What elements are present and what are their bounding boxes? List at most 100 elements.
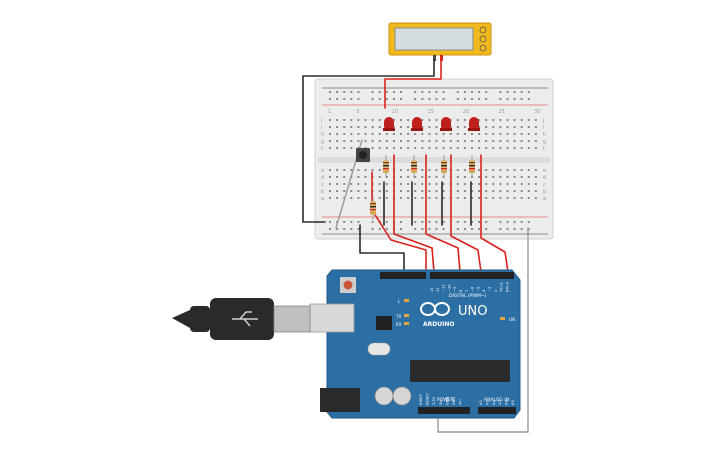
- breadboard-hole: [513, 133, 516, 135]
- breadboard-hole: [421, 147, 424, 149]
- breadboard-row-letter: i: [321, 125, 322, 131]
- resistor[interactable]: [469, 155, 475, 178]
- breadboard-hole: [527, 133, 530, 135]
- breadboard-hole: [378, 169, 381, 171]
- breadboard-hole: [407, 190, 410, 192]
- on-led-label: ON: [509, 317, 515, 322]
- display-pin-vcc: [440, 55, 443, 61]
- led[interactable]: [468, 117, 480, 131]
- breadboard-hole: [378, 140, 381, 142]
- breadboard-hole: [428, 228, 431, 230]
- breadboard-hole: [421, 221, 424, 223]
- breadboard-hole: [442, 190, 445, 192]
- arduino-uno[interactable]: ARDUINO UNO DIGITAL (PWM~) POWER ANALOG …: [309, 269, 521, 419]
- breadboard-hole: [471, 183, 473, 185]
- breadboard-hole: [343, 133, 346, 135]
- resistor[interactable]: [370, 196, 376, 220]
- breadboard-hole: [350, 169, 353, 171]
- breadboard-hole: [428, 140, 431, 142]
- breadboard-hole: [478, 126, 481, 128]
- breadboard-hole: [499, 190, 502, 192]
- breadboard-hole: [463, 228, 466, 230]
- display-button-3[interactable]: [479, 44, 487, 52]
- breadboard-hole: [336, 140, 339, 142]
- breadboard-hole: [414, 147, 417, 149]
- breadboard-hole: [492, 197, 495, 199]
- breadboard-hole: [463, 183, 466, 185]
- breadboard-hole: [407, 169, 410, 171]
- breadboard-hole: [400, 126, 402, 128]
- breadboard-hole: [350, 98, 353, 100]
- microcontroller-chip: [410, 360, 510, 382]
- breadboard-hole: [456, 98, 459, 100]
- display-button-2[interactable]: [479, 35, 487, 43]
- breadboard-hole: [392, 91, 395, 93]
- pin-label: ~9: [453, 286, 457, 292]
- breadboard-hole: [435, 176, 438, 178]
- breadboard-hole: [492, 190, 495, 192]
- breadboard-hole: [471, 140, 473, 142]
- wire-led3: [425, 154, 461, 273]
- power-jack: [320, 388, 360, 412]
- breadboard-hole: [400, 147, 402, 149]
- breadboard-row-letter: d: [543, 175, 546, 181]
- led[interactable]: [440, 117, 452, 131]
- leds: [383, 117, 480, 131]
- breadboard-hole: [492, 126, 495, 128]
- breadboard-hole: [357, 190, 360, 192]
- led[interactable]: [411, 117, 423, 131]
- display-button-1[interactable]: [479, 26, 487, 34]
- breadboard-hole: [478, 197, 481, 199]
- breadboard-hole: [385, 91, 388, 93]
- breadboard-hole: [499, 176, 502, 178]
- breadboard-hole: [471, 190, 473, 192]
- arduino-logo-icon: [420, 302, 450, 316]
- resistor[interactable]: [441, 155, 447, 178]
- led[interactable]: [383, 117, 395, 131]
- breadboard-hole: [485, 91, 488, 93]
- breadboard-hole: [364, 126, 367, 128]
- power-header-label: POWER: [437, 397, 454, 403]
- breadboard-column-number: 5: [356, 109, 359, 115]
- breadboard-hole: [343, 126, 346, 128]
- breadboard-hole: [485, 98, 488, 100]
- breadboard-hole: [463, 197, 466, 199]
- breadboard-hole: [414, 183, 417, 185]
- breadboard-hole: [407, 140, 410, 142]
- breadboard-hole: [513, 183, 516, 185]
- breadboard-hole: [534, 183, 537, 185]
- breadboard-hole: [378, 98, 381, 100]
- breadboard-hole: [364, 140, 367, 142]
- breadboard-hole: [506, 140, 509, 142]
- resistor[interactable]: [411, 155, 417, 178]
- breadboard-hole: [407, 147, 410, 149]
- breadboard-hole: [435, 119, 438, 121]
- pin-label: 3.3V: [432, 396, 436, 405]
- breadboard-hole: [499, 197, 502, 199]
- breadboard-hole: [456, 147, 459, 149]
- breadboard-hole: [385, 147, 388, 149]
- pushbutton[interactable]: [356, 148, 370, 162]
- pin-label: ~10: [447, 284, 451, 292]
- digital-header-label: DIGITAL (PWM~): [449, 293, 487, 299]
- breadboard-hole: [357, 91, 360, 93]
- breadboard-hole: [478, 169, 481, 171]
- lcd-display[interactable]: [388, 22, 492, 61]
- reset-button-cap[interactable]: [343, 280, 353, 290]
- breadboard-hole: [364, 176, 367, 178]
- breadboard-hole: [414, 91, 417, 93]
- breadboard-hole: [421, 91, 424, 93]
- breadboard-hole: [357, 119, 360, 121]
- breadboard-hole: [336, 197, 339, 199]
- breadboard-hole: [371, 228, 374, 230]
- breadboard-hole: [520, 190, 523, 192]
- breadboard-hole: [527, 91, 530, 93]
- breadboard-hole: [414, 133, 417, 135]
- breadboard-hole: [329, 126, 331, 128]
- breadboard-hole: [407, 126, 410, 128]
- breadboard-row-letter: f: [543, 146, 545, 152]
- resistor[interactable]: [383, 155, 389, 178]
